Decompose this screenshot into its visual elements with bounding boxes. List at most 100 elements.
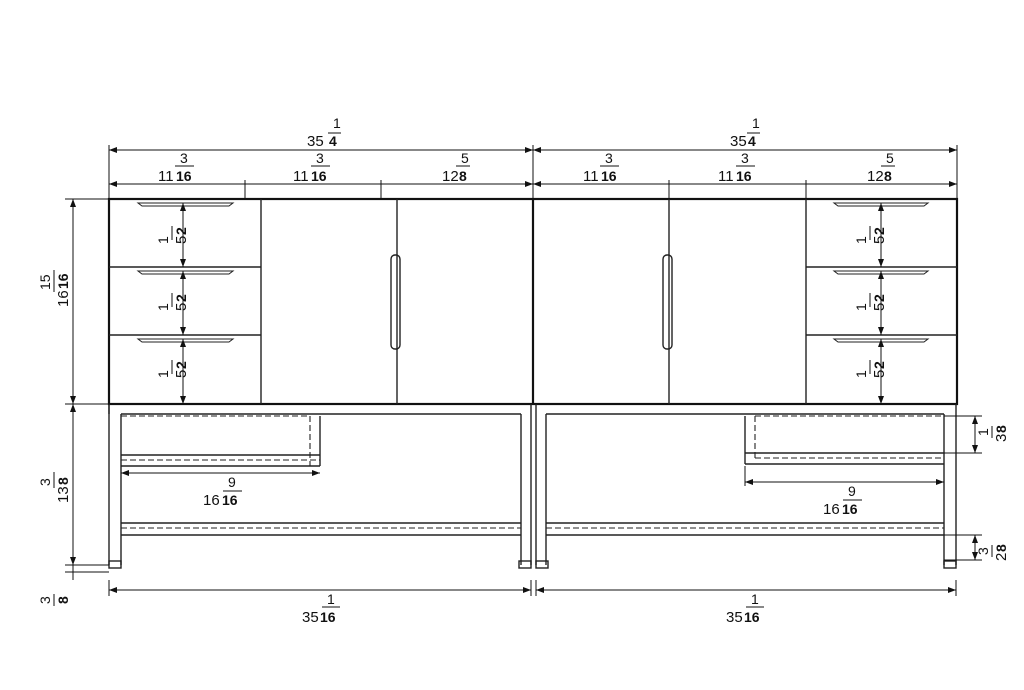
svg-text:3: 3 xyxy=(975,547,991,555)
lower-shelf-right xyxy=(546,522,944,536)
right-drawer-1-handle xyxy=(832,202,930,207)
left-door-pull xyxy=(390,254,401,350)
svg-text:4: 4 xyxy=(748,133,756,149)
svg-text:1: 1 xyxy=(751,591,759,607)
svg-text:16: 16 xyxy=(736,168,752,184)
svg-text:16: 16 xyxy=(222,492,238,508)
svg-text:16: 16 xyxy=(823,501,840,518)
svg-text:1: 1 xyxy=(333,115,341,131)
foot-right-inner xyxy=(535,560,549,569)
dim-segment-2: 3 11 16 xyxy=(293,150,330,185)
svg-text:16: 16 xyxy=(203,492,220,509)
svg-text:8: 8 xyxy=(993,425,1009,433)
dim-drawer-left-3: 1 5 2 xyxy=(155,360,190,378)
svg-text:5: 5 xyxy=(871,236,888,244)
svg-text:16: 16 xyxy=(55,290,72,307)
dim-tray-right: 9 16 16 xyxy=(823,483,862,518)
upper-tray-right xyxy=(744,415,944,465)
dim-drawer-right-1: 1 5 2 xyxy=(853,226,888,244)
svg-text:11: 11 xyxy=(718,168,734,185)
svg-text:11: 11 xyxy=(158,168,174,185)
dim-tray-left: 9 16 16 xyxy=(203,474,242,509)
svg-text:2: 2 xyxy=(173,227,189,235)
svg-text:1: 1 xyxy=(975,428,991,436)
svg-text:11: 11 xyxy=(583,168,599,185)
svg-text:5: 5 xyxy=(871,303,888,311)
svg-text:5: 5 xyxy=(173,236,190,244)
lower-shelf-left xyxy=(121,522,521,536)
svg-text:35: 35 xyxy=(726,609,743,626)
svg-text:12: 12 xyxy=(867,168,884,185)
foot-left-inner xyxy=(518,560,532,569)
base-frame xyxy=(108,404,957,569)
svg-text:13: 13 xyxy=(55,486,72,503)
dim-cabinet-height: 15 16 16 xyxy=(37,270,72,307)
svg-text:16: 16 xyxy=(176,168,192,184)
cabinet-body xyxy=(107,197,959,406)
svg-text:8: 8 xyxy=(55,477,71,485)
left-drawer-1-handle xyxy=(136,202,235,207)
dim-base-height: 3 13 8 xyxy=(37,472,72,503)
svg-text:1: 1 xyxy=(752,115,760,131)
dim-overall-width-left: 1 35 4 xyxy=(307,115,341,150)
svg-text:2: 2 xyxy=(871,294,887,302)
left-drawer-3-handle xyxy=(136,338,235,343)
svg-text:4: 4 xyxy=(329,133,337,149)
svg-text:1: 1 xyxy=(327,591,335,607)
foot-left-outer xyxy=(108,560,122,569)
svg-text:3: 3 xyxy=(316,150,324,166)
svg-text:5: 5 xyxy=(461,150,469,166)
svg-text:16: 16 xyxy=(55,273,71,289)
svg-text:3: 3 xyxy=(993,434,1010,442)
dim-segment-1: 3 11 16 xyxy=(158,150,194,185)
right-door-pull xyxy=(662,254,673,350)
svg-text:3: 3 xyxy=(741,150,749,166)
svg-text:16: 16 xyxy=(601,168,617,184)
svg-text:12: 12 xyxy=(442,168,459,185)
svg-text:3: 3 xyxy=(180,150,188,166)
dim-drawer-left-1: 1 5 2 xyxy=(155,226,190,244)
svg-text:5: 5 xyxy=(886,150,894,166)
svg-text:8: 8 xyxy=(993,544,1009,552)
dim-foot-height: 3 8 xyxy=(37,594,71,606)
dim-shelf-side: 3 2 8 xyxy=(975,544,1010,561)
svg-text:16: 16 xyxy=(311,168,327,184)
svg-text:3: 3 xyxy=(37,596,53,604)
svg-text:1: 1 xyxy=(155,236,171,244)
svg-text:16: 16 xyxy=(320,609,336,625)
svg-text:11: 11 xyxy=(293,168,309,185)
dim-segment-4: 3 11 16 xyxy=(583,150,619,185)
dim-bottom-left: 1 35 16 xyxy=(302,591,340,626)
svg-text:16: 16 xyxy=(842,501,858,517)
right-drawer-2-handle xyxy=(832,270,930,275)
svg-text:2: 2 xyxy=(173,361,189,369)
dim-drawer-right-2: 1 5 2 xyxy=(853,293,888,311)
dim-segment-6: 5 12 8 xyxy=(867,150,895,185)
svg-text:35: 35 xyxy=(307,133,324,150)
svg-text:1: 1 xyxy=(853,236,869,244)
svg-text:2: 2 xyxy=(173,294,189,302)
svg-text:3: 3 xyxy=(605,150,613,166)
svg-text:5: 5 xyxy=(173,370,190,378)
dim-bottom-right: 1 35 16 xyxy=(726,591,764,626)
svg-text:1: 1 xyxy=(155,303,171,311)
foot-right-outer xyxy=(943,560,957,569)
svg-text:1: 1 xyxy=(155,370,171,378)
svg-text:9: 9 xyxy=(228,474,236,490)
svg-text:1: 1 xyxy=(853,303,869,311)
svg-text:8: 8 xyxy=(884,168,892,184)
dim-overall-width-right: 1 35 4 xyxy=(730,115,760,150)
left-drawer-2-handle xyxy=(136,270,235,275)
svg-text:16: 16 xyxy=(744,609,760,625)
dim-drawer-left-2: 1 5 2 xyxy=(155,293,190,311)
dim-drawer-right-3: 1 5 2 xyxy=(853,360,888,378)
dim-segment-3: 5 12 8 xyxy=(442,150,470,185)
dimension-arrows xyxy=(70,147,978,593)
svg-text:35: 35 xyxy=(302,609,319,626)
svg-text:15: 15 xyxy=(37,274,53,290)
dimension-lines xyxy=(65,145,982,596)
svg-text:5: 5 xyxy=(173,303,190,311)
svg-text:35: 35 xyxy=(730,133,747,150)
svg-text:5: 5 xyxy=(871,370,888,378)
